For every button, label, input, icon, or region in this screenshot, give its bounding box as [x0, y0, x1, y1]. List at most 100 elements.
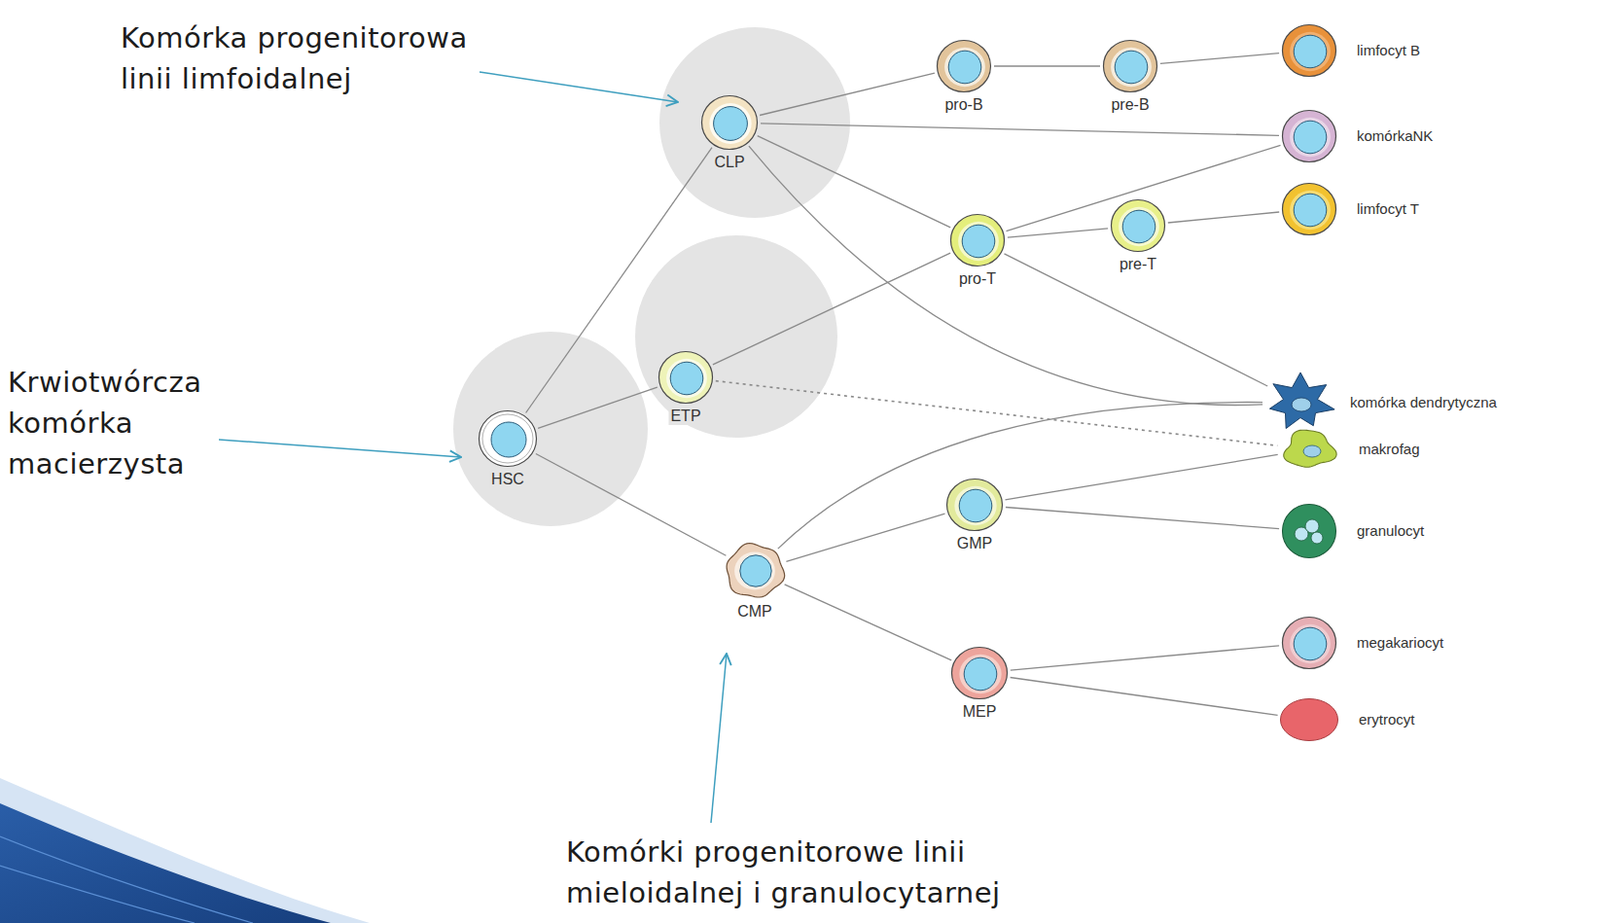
cell-body: [1111, 200, 1166, 252]
leader-arrow: [711, 653, 727, 823]
cell-nucleus: [713, 106, 748, 142]
cell-nucleus: [959, 489, 993, 523]
cell-nucleus: [963, 657, 997, 691]
cell-node: komórka dendrytyczna: [1264, 371, 1337, 434]
cell-icon: [1280, 23, 1338, 78]
cell-nucleus: [1114, 50, 1148, 84]
cell-cytoplasm: [734, 552, 776, 591]
dendritic-cell-body: [1269, 372, 1335, 429]
cell-label: MEP: [960, 703, 999, 721]
lineage-connector: [759, 72, 935, 115]
swoosh-stripe: [0, 836, 253, 923]
cell-label: erytrocyt: [1356, 711, 1418, 729]
cell-icon: [1279, 426, 1340, 473]
cell-label: limfocyt T: [1354, 201, 1422, 218]
cell-body: [702, 96, 758, 150]
cell-label: pre-T: [1117, 255, 1159, 274]
cell-nucleus: [1303, 445, 1321, 458]
lineage-connector: [778, 402, 1263, 550]
lineage-connector: [757, 136, 952, 228]
cell-cytoplasm: [1289, 32, 1331, 72]
cell-nucleus: [1293, 120, 1327, 154]
cell-label: GMP: [955, 534, 995, 553]
macrophage-body: [1283, 429, 1337, 467]
cell-label: ETP: [668, 407, 703, 426]
cell-nucleus: [1293, 627, 1327, 661]
cell-icon: [945, 477, 1004, 533]
cell-cytoplasm: [709, 103, 751, 144]
cell-nucleus: [1293, 35, 1327, 69]
lineage-connector: [526, 147, 712, 414]
cell-icon: [1109, 198, 1167, 253]
cell-cytoplasm: [1289, 190, 1331, 230]
callout-label: Komórka progenitorowa linii limfoidalnej: [120, 17, 476, 100]
cell-node: makrofag: [1279, 426, 1340, 473]
cell-label: komórkaNK: [1354, 128, 1435, 145]
lineage-connector: [1010, 677, 1279, 716]
cell-nucleus: [948, 50, 982, 84]
cell-icon: [723, 541, 786, 601]
cell-nucleus: [961, 224, 996, 258]
cell-cytoplasm: [1289, 117, 1331, 157]
cell-node: pre-T: [1109, 198, 1167, 253]
lineage-connector: [1004, 253, 1269, 387]
leader-arrow: [218, 439, 462, 458]
cell-icon: [1280, 181, 1338, 237]
cell-body: [947, 479, 1003, 532]
cell-icon: [949, 213, 1006, 268]
cell-icon: [950, 645, 1009, 701]
cell-icon: [700, 94, 759, 151]
cell-label: granulocyt: [1354, 523, 1426, 540]
cell-cytoplasm: [959, 654, 1001, 694]
cell-node: ETP: [657, 350, 714, 405]
cell-label: komórka dendrytyczna: [1348, 394, 1499, 412]
granulocyte-body: [1282, 504, 1337, 559]
cell-body: [1282, 183, 1337, 236]
cell-label: megakariocyt: [1354, 635, 1446, 652]
lineage-connector: [1010, 645, 1280, 671]
background-circle: [635, 235, 838, 438]
cell-cytoplasm: [1110, 47, 1152, 87]
swoosh-stripe: [0, 865, 195, 923]
cell-label: CMP: [735, 603, 775, 621]
callout-label: Komórki progenitorowe linii mieloidalnej…: [566, 831, 1009, 914]
cell-cytoplasm: [1289, 624, 1331, 664]
lineage-connector: [748, 145, 1263, 405]
cell-cytoplasm: [958, 221, 999, 261]
lineage-connector: [784, 584, 953, 661]
cell-node: CMP: [723, 541, 786, 601]
cell-node: granulocyt: [1280, 502, 1338, 560]
cell-nucleus: [740, 555, 772, 587]
leader-arrow: [479, 71, 678, 103]
cell-node: limfocyt T: [1280, 181, 1338, 237]
lineage-connector: [1005, 507, 1280, 530]
cell-nucleus: [491, 422, 527, 458]
cell-icon: [1279, 697, 1340, 743]
cell-node: komórkaNK: [1280, 108, 1338, 164]
cell-body: [1282, 110, 1337, 163]
cell-cytoplasm: [1118, 207, 1160, 247]
cell-label: pro-B: [942, 96, 985, 114]
cell-node: pre-B: [1102, 38, 1159, 94]
background-circle: [453, 331, 648, 527]
cell-node: GMP: [945, 477, 1004, 533]
cell-nucleus: [670, 361, 704, 395]
cell-icon: [1280, 502, 1338, 560]
lineage-connector: [994, 65, 1101, 67]
cell-node: limfocyt B: [1280, 23, 1338, 78]
cell-body: [479, 411, 537, 467]
lineage-connector: [760, 123, 1280, 137]
lineage-connector: [1005, 454, 1279, 499]
lineage-connector: [1168, 212, 1280, 223]
lineage-connector: [535, 454, 727, 557]
lineage-connector: [1160, 53, 1280, 65]
cell-icon: [1264, 371, 1337, 434]
cell-label: limfocyt B: [1354, 42, 1423, 60]
cell-nucleus: [1122, 210, 1156, 244]
background-circle: [659, 27, 851, 218]
corner-swoosh: [0, 778, 370, 923]
cell-body: [1103, 40, 1158, 93]
cell-body: [1282, 617, 1337, 670]
cell-node: pro-B: [935, 38, 993, 94]
